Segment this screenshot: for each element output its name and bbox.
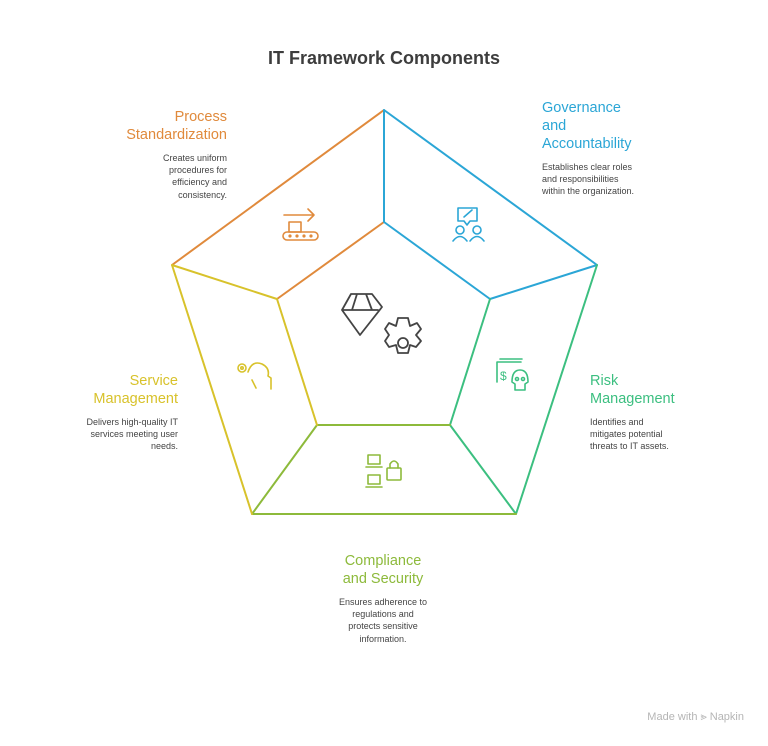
risk-management-block: Risk Management Identifies and mitigates… (590, 372, 675, 453)
people-gavel-icon (452, 207, 485, 242)
process-title-line: Standardization (126, 127, 227, 143)
process-standardization-block: Process Standardization Creates uniform … (126, 108, 227, 201)
service-management-block: Service Management Delivers high-quality… (86, 372, 178, 453)
governance-title-line: and (542, 118, 567, 134)
segment-process (171, 109, 385, 300)
governance-title-line: Accountability (542, 136, 632, 152)
process-desc-line: Creates uniform (162, 153, 227, 163)
risk-desc-line: threats to IT assets. (590, 441, 669, 452)
governance-block: Governance and Accountability Establishe… (542, 99, 634, 198)
risk-desc-line: Identifies and (590, 417, 644, 427)
service-title-line: Service (129, 373, 178, 389)
service-desc-line: services meeting user (90, 429, 178, 440)
process-desc-line: procedures for (168, 165, 227, 176)
compliance-title-line: Compliance (344, 553, 422, 569)
governance-desc-line: and responsibilities (542, 174, 619, 185)
compliance-desc-line: protects sensitive (348, 621, 418, 632)
diagram-title: IT Framework Components (267, 48, 501, 68)
segment-service (171, 264, 318, 515)
service-desc-line: Delivers high-quality IT (86, 417, 178, 427)
service-title-line: Management (93, 391, 178, 407)
compliance-desc-line: information. (359, 633, 407, 644)
money-skull-icon: $ (496, 358, 529, 391)
process-title-line: Process (174, 109, 227, 125)
compliance-security-block: Compliance and Security Ensures adherenc… (303, 552, 463, 645)
compliance-desc-line: regulations and (352, 609, 414, 620)
segment-risk (449, 264, 598, 515)
service-desc-line: needs. (150, 441, 178, 452)
segment-compliance (251, 424, 517, 515)
diamond-gear-icon (341, 293, 422, 354)
napkin-watermark: Made with ⪢ Napkin (647, 711, 744, 723)
compliance-title-line: and Security (342, 571, 424, 587)
governance-desc-line: Establishes clear roles (542, 162, 633, 172)
risk-title-line: Risk (590, 373, 619, 389)
process-desc-line: efficiency and (172, 177, 227, 188)
governance-title-line: Governance (542, 100, 621, 116)
risk-title-line: Management (590, 391, 675, 407)
process-desc-line: consistency. (178, 189, 227, 200)
devices-lock-icon (365, 454, 402, 488)
governance-desc-line: within the organization. (542, 186, 635, 197)
compliance-desc-line: Ensures adherence to (338, 597, 428, 607)
hand-gear-icon (237, 362, 272, 390)
svg-text:$: $ (500, 369, 507, 383)
conveyor-box-icon (282, 208, 319, 241)
risk-desc-line: mitigates potential (590, 429, 663, 440)
